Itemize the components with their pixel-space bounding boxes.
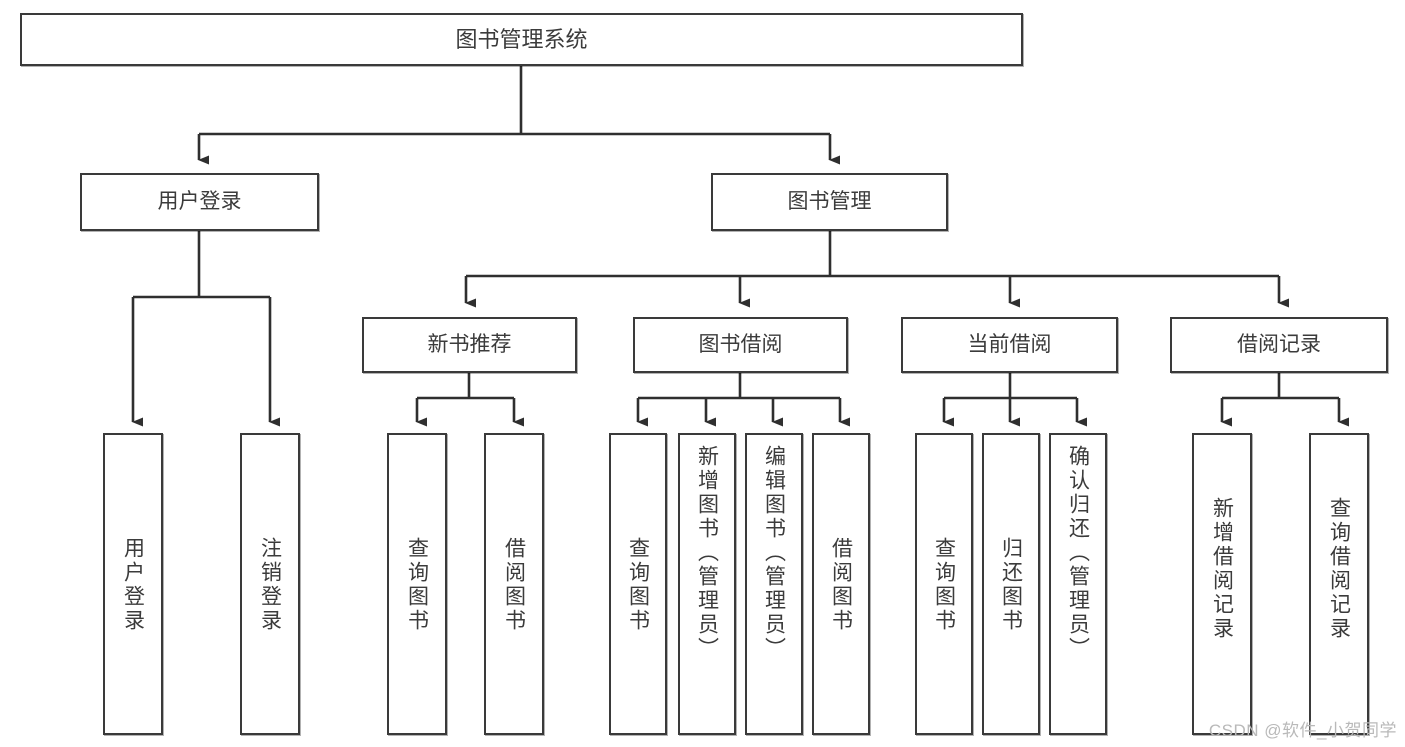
node-label: 确认归还（管理员） <box>1066 445 1090 661</box>
node-label: 新增图书（管理员） <box>695 445 719 661</box>
leaf-user-login-signout[interactable]: 注销登录 <box>240 433 300 735</box>
node-user-login[interactable]: 用户登录 <box>80 173 319 231</box>
node-label: 注销登录 <box>258 537 282 633</box>
node-root-system[interactable]: 图书管理系统 <box>20 13 1023 66</box>
node-label: 新书推荐 <box>427 332 512 356</box>
node-book-borrow[interactable]: 图书借阅 <box>633 317 848 373</box>
node-label: 当前借阅 <box>967 332 1052 356</box>
leaf-user-login-signin[interactable]: 用户登录 <box>103 433 163 735</box>
node-book-management[interactable]: 图书管理 <box>711 173 948 231</box>
node-label: 图书管理系统 <box>455 26 588 52</box>
leaf-borrow-query-book[interactable]: 查询图书 <box>609 433 667 735</box>
node-label: 借阅记录 <box>1237 332 1321 356</box>
leaf-current-return-book[interactable]: 归还图书 <box>982 433 1040 735</box>
node-new-book-recommend[interactable]: 新书推荐 <box>362 317 577 373</box>
node-label: 用户登录 <box>121 537 145 633</box>
leaf-recommend-borrow-book[interactable]: 借阅图书 <box>484 433 544 735</box>
node-label: 用户登录 <box>157 189 242 213</box>
node-label: 新增借阅记录 <box>1210 497 1234 641</box>
csdn-watermark: CSDN @软件_小贺同学 <box>1208 721 1397 740</box>
node-current-borrow[interactable]: 当前借阅 <box>901 317 1118 373</box>
node-label: 图书借阅 <box>698 332 783 356</box>
leaf-record-query-record[interactable]: 查询借阅记录 <box>1309 433 1369 735</box>
node-borrow-record[interactable]: 借阅记录 <box>1170 317 1388 373</box>
leaf-recommend-query-book[interactable]: 查询图书 <box>387 433 447 735</box>
leaf-current-query-book[interactable]: 查询图书 <box>915 433 973 735</box>
leaf-borrow-borrow-book[interactable]: 借阅图书 <box>812 433 870 735</box>
leaf-borrow-edit-book-admin[interactable]: 编辑图书（管理员） <box>745 433 803 735</box>
node-label: 借阅图书 <box>829 537 853 633</box>
node-label: 归还图书 <box>999 537 1023 633</box>
leaf-record-add-record[interactable]: 新增借阅记录 <box>1192 433 1252 735</box>
node-label: 查询图书 <box>405 537 429 633</box>
node-label: 查询图书 <box>932 537 956 633</box>
node-label: 图书管理 <box>787 189 872 213</box>
leaf-borrow-add-book-admin[interactable]: 新增图书（管理员） <box>678 433 736 735</box>
node-label: 借阅图书 <box>502 537 526 633</box>
node-label: 查询图书 <box>626 537 650 633</box>
node-label: 查询借阅记录 <box>1327 497 1351 641</box>
leaf-current-confirm-return-admin[interactable]: 确认归还（管理员） <box>1049 433 1107 735</box>
node-label: 编辑图书（管理员） <box>762 445 786 661</box>
